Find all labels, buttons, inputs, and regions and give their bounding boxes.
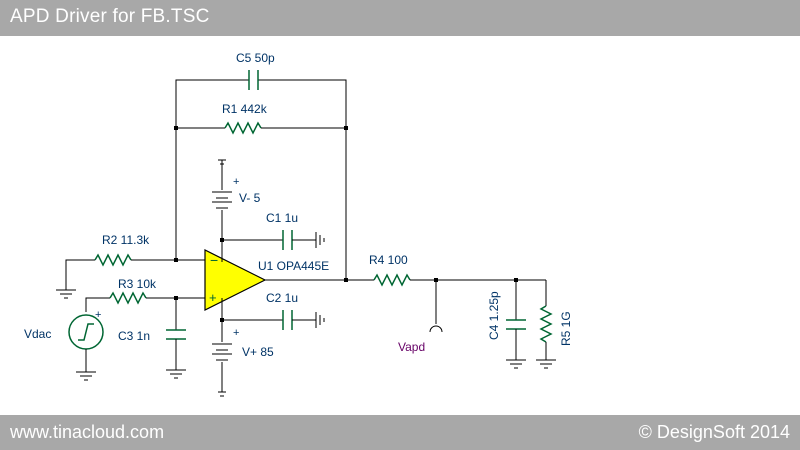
c4-label: C4 1.25p [487, 291, 501, 340]
r5-label: R5 1G [559, 311, 573, 346]
r4-label: R4 100 [369, 253, 408, 267]
r3-label: R3 10k [118, 277, 157, 291]
r4-branch [346, 273, 546, 287]
noninverting-input-sign: + [209, 290, 217, 305]
schematic-diagram: C5 50p R1 442k R2 11.3k − + U1 OPA445E +… [24, 51, 573, 397]
feedback-c5-branch [175, 70, 347, 128]
vapd-probe[interactable] [429, 280, 443, 333]
c5-label: C5 50p [236, 51, 275, 65]
c2-branch [222, 310, 325, 330]
vdac-plus-sign: + [95, 309, 101, 321]
c3-branch [166, 298, 186, 379]
vdac-source[interactable] [68, 314, 104, 381]
title-bar: APD Driver for FB.TSC [0, 0, 800, 36]
website-link[interactable]: www.tinacloud.com [10, 422, 165, 442]
r5-branch [536, 280, 556, 369]
r2-label: R2 11.3k [102, 233, 150, 247]
vneg-plus-sign: + [233, 176, 239, 188]
c3-label: C3 1n [118, 329, 150, 343]
vapd-label: Vapd [398, 340, 425, 354]
c2-label: C2 1u [266, 291, 298, 305]
vneg-label: V- 5 [239, 191, 261, 205]
r1-label: R1 442k [222, 102, 268, 116]
vpos-label: V+ 85 [242, 345, 274, 359]
feedback-r1-branch [176, 121, 346, 135]
vpos-plus-sign: + [233, 327, 239, 339]
r3-branch [85, 291, 205, 312]
footer-bar: www.tinacloud.com © DesignSoft 2014 [0, 415, 800, 450]
opamp-u1[interactable] [204, 249, 346, 311]
u1-label: U1 OPA445E [258, 259, 329, 273]
c1-branch [222, 230, 325, 250]
positive-supply-branch [212, 298, 232, 397]
negative-supply-branch [212, 159, 232, 262]
copyright-text: © DesignSoft 2014 [638, 422, 790, 442]
page-title: APD Driver for FB.TSC [10, 6, 210, 27]
c1-label: C1 1u [266, 211, 298, 225]
c4-branch [506, 280, 526, 369]
inverting-input-sign: − [210, 252, 218, 268]
vdac-label: Vdac [24, 327, 51, 341]
junction-dots [174, 126, 518, 322]
